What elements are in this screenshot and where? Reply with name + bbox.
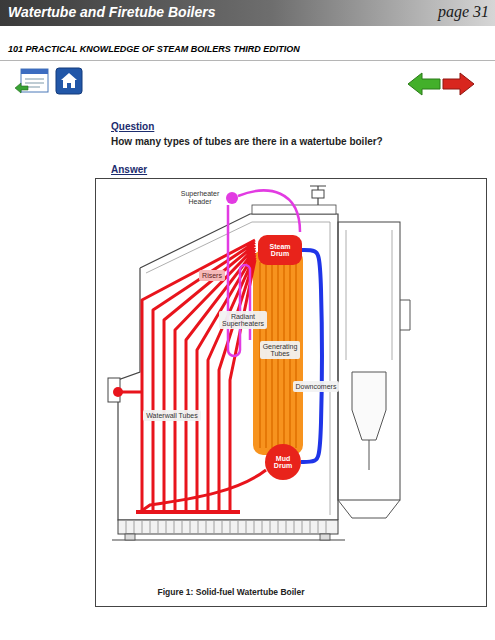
node-body: Risers xyxy=(202,272,222,279)
part-label-holder: Superheater Header xyxy=(181,190,220,205)
section-heading-holder: Answer xyxy=(111,164,147,175)
superheater-tubes xyxy=(228,191,300,356)
next-arrow xyxy=(443,73,474,95)
duct-lining xyxy=(346,230,392,360)
mud-drum: Mud Drum xyxy=(265,444,301,480)
contents-icon-bar xyxy=(21,69,48,74)
section-heading: Answer xyxy=(111,164,147,175)
part-label: Waterwall Tubes xyxy=(146,412,197,419)
node-body: Steam Drum xyxy=(269,243,290,257)
drum-label: Steam Drum xyxy=(269,243,290,257)
superheater-header xyxy=(226,192,238,204)
previous-arrow xyxy=(408,73,440,95)
section-heading: Question xyxy=(111,121,154,132)
part-label-box: Generating Tubes xyxy=(260,341,301,359)
figure-caption: Figure 1: Solid-fuel Watertube Boiler xyxy=(157,587,304,597)
page-title: Watertube and Firetube Boilers xyxy=(8,4,215,20)
question-text-holder: How many types of tubes are there in a w… xyxy=(111,136,383,147)
grate xyxy=(118,520,338,534)
question-text: How many types of tubes are there in a w… xyxy=(111,136,383,147)
base-line xyxy=(112,539,345,540)
page-title-holder: Watertube and Firetube Boilers xyxy=(8,4,215,20)
part-label: Risers xyxy=(202,272,222,279)
inlet-header xyxy=(113,387,123,397)
bottom-header xyxy=(136,510,240,514)
page-number: page 31 xyxy=(438,3,489,21)
steam-drum: Steam Drum xyxy=(258,235,302,265)
header-rule xyxy=(0,60,495,61)
grate-bars xyxy=(126,521,326,533)
node-body: Radiant Superheaters xyxy=(222,313,264,327)
book-subtitle: 101 PRACTICAL KNOWLEDGE OF STEAM BOILERS… xyxy=(8,44,300,54)
figure-caption-holder: Figure 1: Solid-fuel Watertube Boiler xyxy=(157,587,304,597)
ducting xyxy=(338,300,410,518)
support-foot xyxy=(125,534,135,540)
part-label: Superheater Header xyxy=(181,190,220,205)
node-body: Generating Tubes xyxy=(263,343,298,357)
part-label-box: Downcomers xyxy=(293,381,340,392)
drum-label: Mud Drum xyxy=(274,455,292,469)
figure-frame xyxy=(96,179,487,607)
waterwall-tubes xyxy=(142,240,255,512)
part-label: Generating Tubes xyxy=(263,343,298,357)
generating-tube-bank xyxy=(253,250,303,455)
part-label: Radiant Superheaters xyxy=(222,313,264,327)
part-label-box: Waterwall Tubes xyxy=(143,410,200,421)
title-bar xyxy=(0,0,495,26)
home-icon xyxy=(56,68,82,94)
part-label-box: Risers xyxy=(199,270,225,281)
dust-collector xyxy=(352,372,386,440)
section-heading-holder: Question xyxy=(111,121,154,132)
node-body: Waterwall Tubes xyxy=(146,412,197,419)
page-number-holder: page 31 xyxy=(438,3,489,21)
node-body: Downcomers xyxy=(296,383,337,390)
book-subtitle-holder: 101 PRACTICAL KNOWLEDGE OF STEAM BOILERS… xyxy=(8,44,300,54)
feed-tubes xyxy=(118,392,266,512)
contents-icon-arrow xyxy=(15,83,28,93)
support-foot xyxy=(320,534,330,540)
part-label: Downcomers xyxy=(296,383,337,390)
safety-valve-stem xyxy=(310,186,326,205)
safety-valve xyxy=(312,190,324,198)
part-label-box: Radiant Superheaters xyxy=(219,311,267,329)
downcomer-pipe xyxy=(301,250,322,462)
home-icon-door xyxy=(67,83,71,88)
node-body: Mud Drum xyxy=(274,455,292,469)
home-icon-house xyxy=(61,73,77,88)
